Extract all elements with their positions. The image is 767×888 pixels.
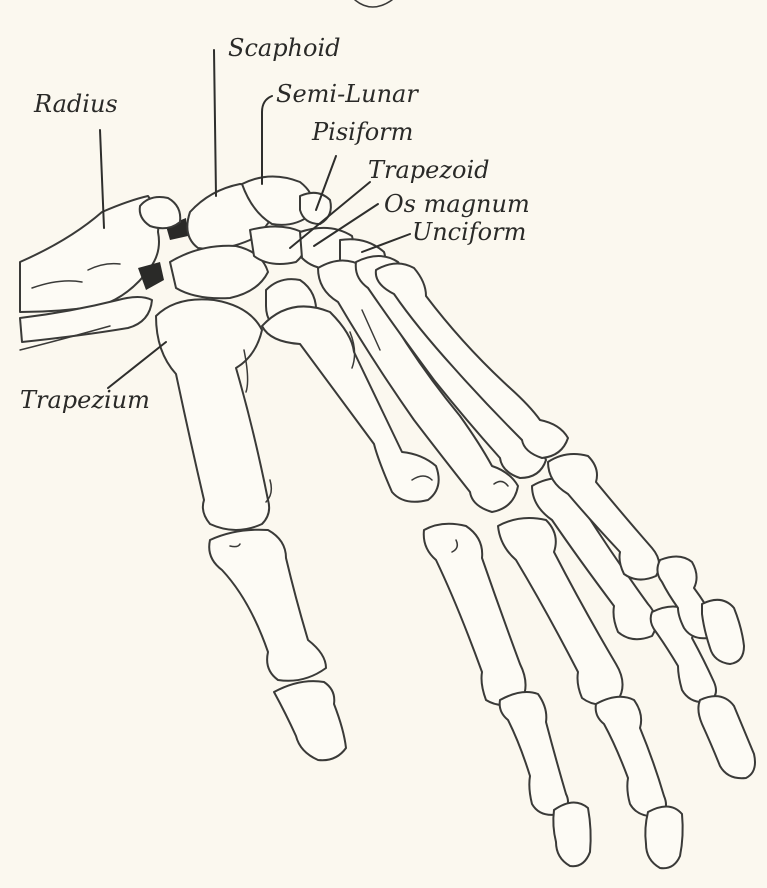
trapezoid-bone [250, 226, 306, 264]
radial-styloid [140, 197, 181, 228]
thumb-proximal-phalanx [209, 530, 326, 681]
radius-bone [20, 196, 159, 312]
scaphoid-leader [214, 50, 216, 196]
middle-distal-phalanx [645, 806, 682, 868]
trapezium-leader [108, 342, 166, 388]
label-pisiform: Pisiform [311, 118, 413, 146]
label-semilunar: Semi-Lunar [276, 80, 419, 108]
semilunar-leader [262, 96, 272, 184]
label-scaphoid: Scaphoid [228, 34, 341, 62]
label-unciform: Unciform [412, 218, 526, 246]
little-distal-phalanx [702, 600, 744, 664]
middle-middle-phalanx [596, 697, 666, 816]
thumb-metacarpal [156, 299, 269, 530]
label-trapezoid: Trapezoid [368, 156, 490, 184]
index-middle-phalanx [500, 692, 568, 815]
ring-finger [356, 256, 755, 778]
thumb-distal-phalanx [274, 681, 346, 760]
index-distal-phalanx [553, 802, 590, 866]
top-fragment [355, 0, 392, 7]
label-radius: Radius [33, 90, 118, 118]
ring-distal-phalanx [698, 696, 755, 778]
label-trapezium: Trapezium [20, 386, 150, 414]
label-os-magnum: Os magnum [384, 190, 530, 218]
